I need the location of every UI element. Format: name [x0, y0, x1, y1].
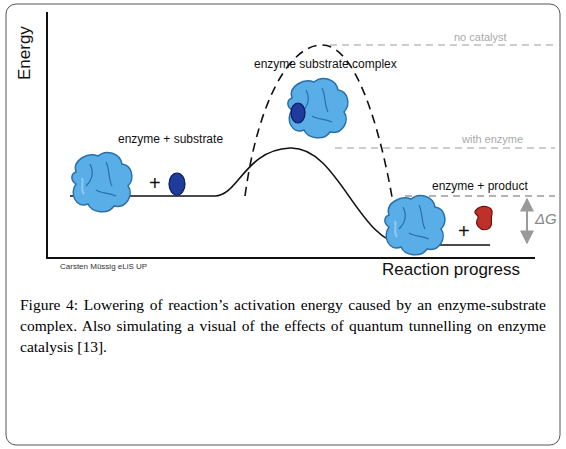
state-label: enzyme substrate complex: [254, 58, 397, 71]
substrate: [169, 173, 185, 195]
enzyme: [72, 153, 132, 212]
level-label: with enzyme: [462, 133, 523, 145]
delta-g-arrow: [526, 199, 528, 243]
axis-title: Reaction progress: [382, 261, 520, 280]
axis-title: Energy: [16, 26, 35, 80]
figure-frame: [6, 4, 560, 445]
state-label: enzyme + substrate: [118, 133, 223, 146]
delta-g-label: ΔG: [535, 211, 557, 228]
level-label: no catalyst: [454, 31, 507, 43]
plus-sign: +: [149, 172, 161, 194]
enzyme: [385, 196, 445, 255]
reference-line: [330, 44, 555, 45]
y-axis: [46, 12, 48, 258]
credit-note: Carsten Müssig eLiS UP: [60, 263, 147, 272]
state-label: enzyme + product: [432, 180, 528, 193]
bound-substrate: [291, 103, 305, 123]
figure-caption: Figure 4: Lowering of reaction’s activat…: [20, 294, 546, 357]
enzyme: [288, 79, 348, 138]
plus-sign: +: [458, 220, 470, 242]
reference-line: [335, 147, 555, 148]
product: [475, 207, 492, 230]
x-axis: [46, 257, 535, 259]
